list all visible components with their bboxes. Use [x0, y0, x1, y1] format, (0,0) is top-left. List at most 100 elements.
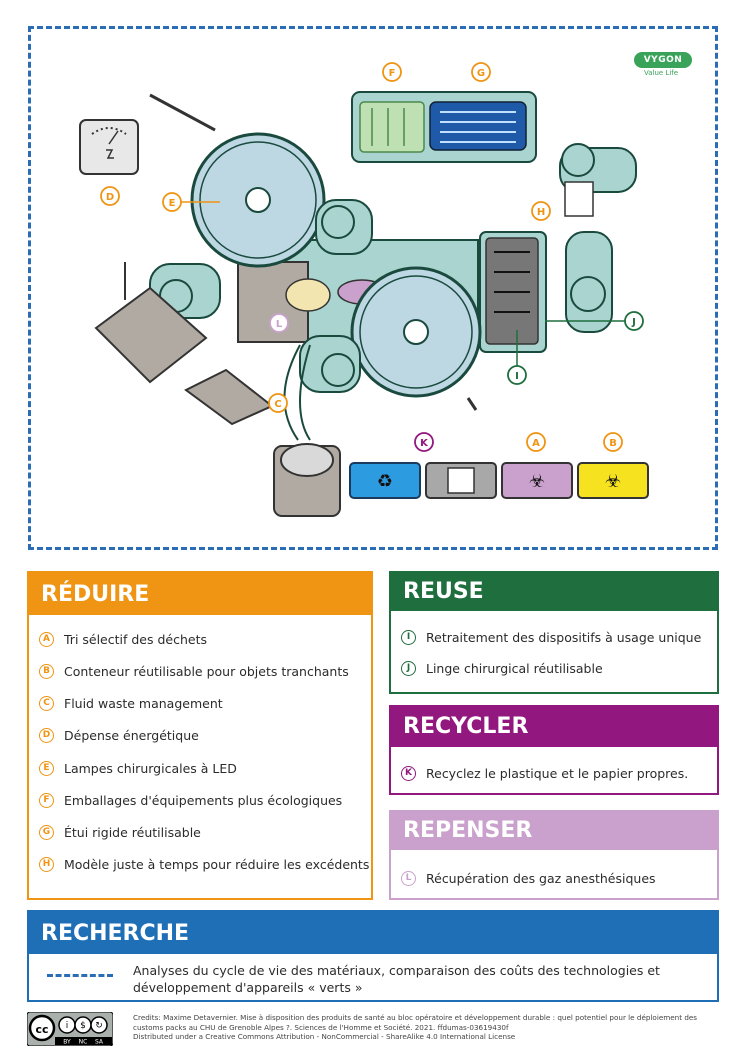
fluid-waste-unit [273, 344, 341, 517]
reuse-item-text: Linge chirurgical réutilisable [426, 660, 603, 676]
repenser-item-l: L Récupération des gaz anesthésiques [401, 868, 711, 888]
panel-recherche-title: RECHERCHE [29, 912, 717, 954]
reduire-item-text: Lampes chirurgicales à LED [64, 760, 237, 776]
reduire-item-text: Dépense énergétique [64, 727, 199, 743]
marker-A: A [526, 432, 546, 452]
marker-H: H [531, 201, 551, 221]
svg-text:☣: ☣ [529, 471, 545, 492]
panel-recycler-title: RECYCLER [391, 707, 717, 747]
power-meter [79, 119, 139, 175]
svg-text:BY: BY [63, 1039, 71, 1046]
svg-text:L: L [276, 319, 283, 330]
operating-room-illustration: ♻ ☣ ☣ D E F G H J I [79, 62, 649, 517]
marker-D: D [100, 186, 120, 206]
letter-f-badge: F [39, 792, 54, 808]
letter-c-badge: C [39, 695, 54, 711]
recherche-text: Analyses du cycle de vie des matériaux, … [133, 963, 660, 995]
svg-text:F: F [389, 68, 396, 79]
svg-text:D: D [106, 192, 114, 203]
panel-repenser-title: REPENSER [391, 812, 717, 850]
repenser-item-text: Récupération des gaz anesthésiques [426, 870, 656, 886]
svg-text:↻: ↻ [95, 1021, 103, 1031]
marker-J: J [545, 311, 644, 331]
bin-biohazard-lilac: ☣ [501, 462, 573, 499]
reuse-item-i: I Retraitement des dispositifs à usage u… [401, 627, 711, 647]
reduire-item-a: A Tri sélectif des déchets [39, 629, 365, 649]
credits: Credits: Maxime Detavernier. Mise à disp… [133, 1013, 723, 1042]
panel-recherche: RECHERCHE Analyses du cycle de vie des m… [27, 910, 719, 1002]
svg-text:K: K [420, 438, 429, 449]
svg-text:A: A [532, 438, 540, 449]
marker-F: F [382, 62, 402, 82]
svg-text:E: E [169, 198, 176, 209]
svg-text:♻: ♻ [377, 471, 393, 492]
research-dashed-legend [47, 974, 113, 977]
svg-text:J: J [631, 317, 636, 328]
letter-g-badge: G [39, 824, 54, 840]
reduire-item-h: H Modèle juste à temps pour réduire les … [39, 854, 369, 874]
surgical-lamp-left [149, 93, 326, 268]
logo-tagline: Value Life [644, 69, 679, 77]
reduire-item-text: Étui rigide réutilisable [64, 824, 201, 840]
letter-e-badge: E [39, 760, 54, 776]
reduire-item-b: B Conteneur réutilisable pour objets tra… [39, 661, 365, 681]
reduire-item-text: Emballages d'équipements plus écologique… [64, 792, 343, 808]
panel-reuse: REUSE I Retraitement des dispositifs à u… [389, 571, 719, 694]
bin-biohazard-yellow: ☣ [577, 462, 649, 499]
panel-reuse-title: REUSE [391, 573, 717, 611]
svg-text:$: $ [80, 1021, 86, 1031]
reduire-item-text: Modèle juste à temps pour réduire les ex… [64, 856, 370, 872]
svg-text:i: i [66, 1021, 69, 1031]
panel-recycler: RECYCLER K Recyclez le plastique et le p… [389, 705, 719, 795]
letter-l-badge: L [401, 870, 416, 886]
reduire-item-g: G Étui rigide réutilisable [39, 822, 365, 842]
svg-text:B: B [609, 438, 617, 449]
credits-line-2: Distributed under a Creative Commons Att… [133, 1032, 516, 1041]
svg-text:cc: cc [35, 1023, 48, 1036]
marker-B: B [603, 432, 623, 452]
staff-bottom-center [299, 335, 361, 393]
staff-top-center [315, 199, 373, 255]
reduire-item-text: Tri sélectif des déchets [64, 631, 208, 647]
reduire-item-d: D Dépense énergétique [39, 725, 365, 745]
letter-a-badge: A [39, 631, 54, 647]
letter-b-badge: B [39, 663, 54, 679]
bin-paper [425, 462, 497, 499]
diagram-frame [28, 26, 718, 550]
equipment-tray [351, 91, 537, 163]
letter-j-badge: J [401, 660, 416, 676]
bin-recycle: ♻ [349, 462, 421, 499]
svg-text:I: I [515, 371, 519, 382]
letter-d-badge: D [39, 727, 54, 743]
svg-text:NC: NC [79, 1039, 88, 1046]
marker-I: I [507, 330, 527, 385]
patient-head [285, 278, 331, 312]
credits-line-1: Credits: Maxime Detavernier. Mise à disp… [133, 1013, 698, 1032]
staff-top-right [559, 143, 637, 217]
marker-C: C [268, 393, 288, 413]
reduire-item-text: Conteneur réutilisable pour objets tranc… [64, 663, 349, 679]
reuse-item-text: Retraitement des dispositifs à usage uni… [426, 629, 702, 645]
logo-brand: VYGON [634, 52, 692, 68]
vygon-logo: VYGON Value Life [634, 52, 694, 82]
svg-text:H: H [537, 207, 545, 218]
marker-E: E [162, 192, 182, 212]
svg-text:SA: SA [95, 1039, 104, 1046]
letter-i-badge: I [401, 629, 416, 645]
reduire-item-f: F Emballages d'équipements plus écologiq… [39, 790, 365, 810]
recycler-item-k: K Recyclez le plastique et le papier pro… [401, 763, 711, 783]
svg-text:☣: ☣ [605, 471, 621, 492]
panel-reduire-title: RÉDUIRE [29, 573, 371, 615]
svg-text:C: C [274, 399, 281, 410]
panel-repenser: REPENSER L Récupération des gaz anesthés… [389, 810, 719, 900]
marker-L: L [269, 313, 289, 333]
surgical-lamp-right [350, 266, 482, 411]
staff-right [565, 231, 613, 333]
letter-h-badge: H [39, 856, 54, 872]
reuse-item-j: J Linge chirurgical réutilisable [401, 658, 711, 678]
marker-G: G [471, 62, 491, 82]
reduire-item-c: C Fluid waste management [39, 693, 365, 713]
marker-K: K [414, 432, 434, 452]
reduire-item-e: E Lampes chirurgicales à LED [39, 758, 365, 778]
letter-k-badge: K [401, 765, 416, 781]
